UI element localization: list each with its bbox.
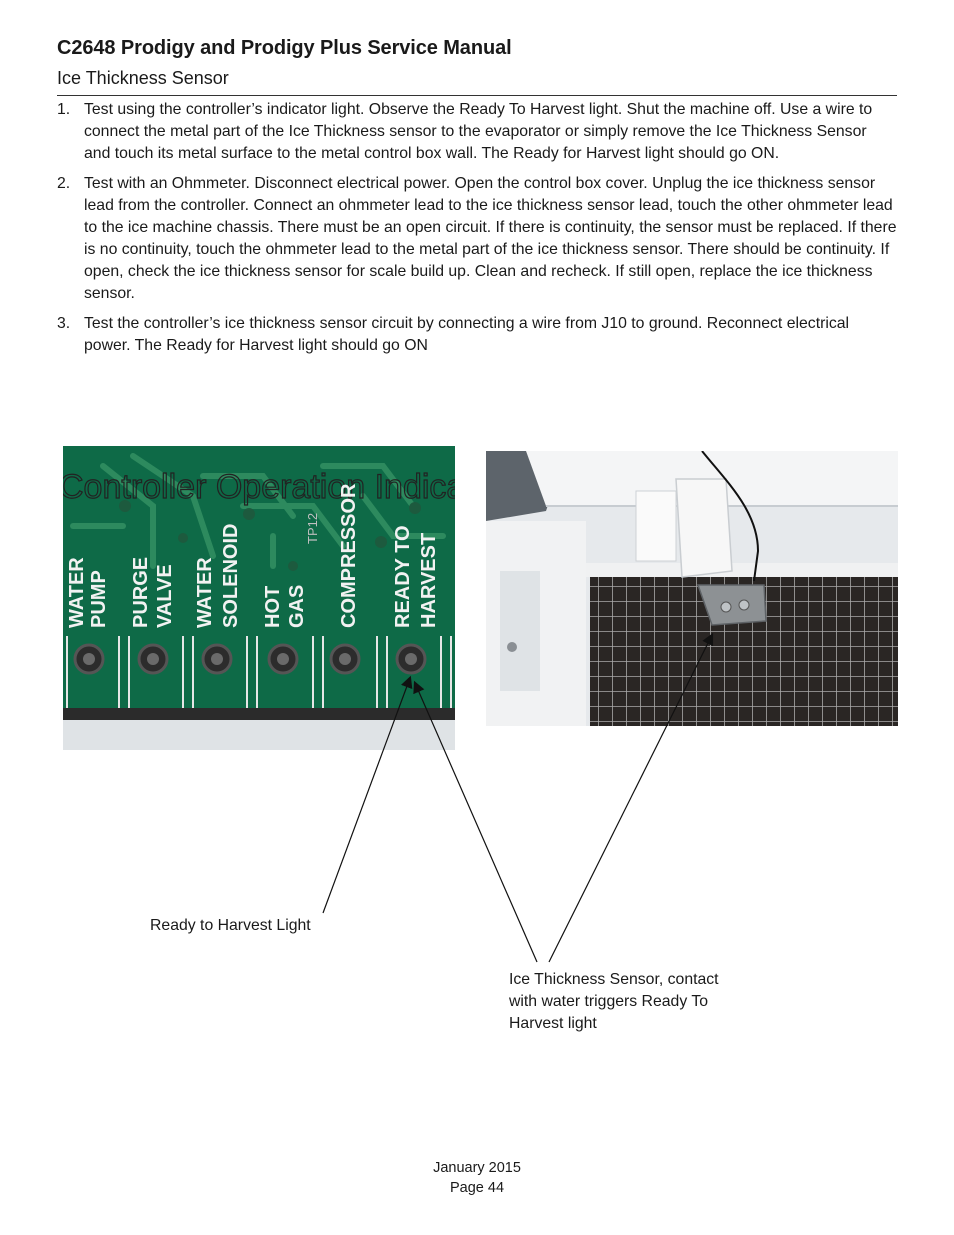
section-title: Ice Thickness Sensor (57, 68, 229, 88)
test-point-label: TP12 (305, 513, 320, 544)
callout-ready-to-harvest-light: Ready to Harvest Light (150, 917, 311, 934)
label-hot-gas-2: GAS (286, 585, 308, 628)
doc-title: C2648 Prodigy and Prodigy Plus Service M… (57, 37, 512, 59)
led-compressor (329, 643, 361, 675)
board-banner-text: Controller Operation Indica (63, 468, 455, 506)
sensor-wire (701, 451, 760, 582)
list-item: 3. Test the controller’s ice thickness s… (57, 313, 897, 357)
footer-date: January 2015 (433, 1160, 521, 1176)
label-compressor: COMPRESSOR (338, 483, 360, 628)
evaporator-sensor-photo (486, 451, 898, 726)
led-ready-to-harvest (395, 643, 427, 675)
step-number: 3. (57, 315, 71, 332)
step-text: Test using the controller’s indicator li… (84, 101, 873, 162)
footer-page-number: Page 44 (449, 1180, 505, 1196)
label-water-pump-1: WATER (66, 557, 88, 628)
label-water-solenoid-1: WATER (194, 557, 216, 628)
label-water-pump-2: PUMP (88, 570, 110, 628)
label-hot-gas-1: HOT (262, 586, 284, 628)
led-hot-gas (267, 643, 299, 675)
step-text: Test the controller’s ice thickness sens… (84, 315, 850, 354)
label-ready-to-harvest-2: HARVEST (418, 533, 440, 628)
list-item: 1. Test using the controller’s indicator… (57, 99, 897, 165)
led-purge-valve (137, 643, 169, 675)
led-water-solenoid (201, 643, 233, 675)
controller-board-photo: Controller Operation Indica TP12 WATER P… (63, 446, 455, 750)
step-text: Test with an Ohmmeter. Disconnect electr… (84, 175, 897, 302)
led-water-pump (73, 643, 105, 675)
section-rule (57, 95, 897, 96)
test-steps-list: 1. Test using the controller’s indicator… (57, 99, 897, 365)
label-purge-valve-1: PURGE (130, 557, 152, 628)
page-footer: January 2015 Page 44 (0, 1158, 954, 1198)
label-water-solenoid-2: SOLENOID (220, 524, 242, 628)
label-purge-valve-2: VALVE (154, 564, 176, 628)
label-ready-to-harvest-1: READY TO (392, 525, 414, 628)
step-number: 2. (57, 175, 71, 192)
step-number: 1. (57, 101, 71, 118)
list-item: 2. Test with an Ohmmeter. Disconnect ele… (57, 173, 897, 305)
ice-thickness-sensor (696, 584, 767, 626)
callout-ice-thickness-sensor: Ice Thickness Sensor, contact with water… (509, 971, 719, 1032)
